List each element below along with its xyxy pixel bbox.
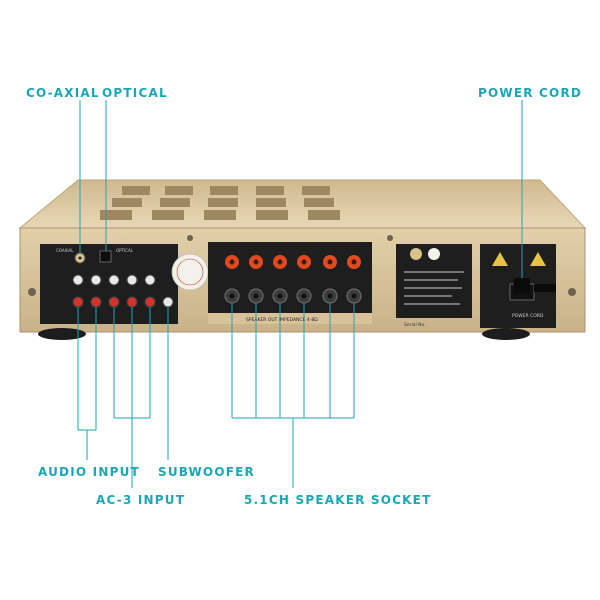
rca-jack-red [108,296,120,308]
rca-jack-red [72,296,84,308]
info-text-lines [404,271,464,305]
subwoofer-jack [162,296,174,308]
serial-tag: Serial No. [404,322,426,328]
screw [187,235,193,241]
foot-right [482,328,530,340]
screw [387,235,393,241]
leader-lines [77,100,523,488]
rca-jack-red [90,296,102,308]
coaxial-label: CO-AXIAL [26,86,100,100]
speaker-terminals-black [224,288,362,304]
coaxial-tag: COAXIAL [56,248,74,253]
speaker-socket-label: 5.1CH SPEAKER SOCKET [244,493,432,507]
optical-tag: OPTICAL [116,248,134,253]
power-cable [514,278,530,294]
screw [28,288,36,296]
optical-label: OPTICAL [102,86,168,100]
rca-jack-white [90,274,102,286]
power-cable [534,284,556,292]
brand-logo [428,248,440,260]
rca-jack-white [72,274,84,286]
subwoofer-label: SUBWOOFER [158,465,255,479]
speaker-out-tag: SPEAKER OUT IMPEDANCE 4-8Ω [246,317,318,323]
brand-logo [410,248,422,260]
rca-jack-white [144,274,156,286]
rca-jack-red [144,296,156,308]
ac3-input-label: AC-3 INPUT [96,493,186,507]
foot-left [38,328,86,340]
audio-input-label: AUDIO INPUT [38,465,140,479]
rca-jack-white [126,274,138,286]
warning-icon [492,252,508,266]
power-tag: POWER CORD [512,313,544,319]
screw [568,288,576,296]
power-cord-label: POWER CORD [478,86,583,100]
warning-icon [530,252,546,266]
rca-jack-red [126,296,138,308]
speaker-terminals-red [225,255,361,269]
vent-slots [100,186,340,220]
optical-port [99,250,112,263]
rca-jack-white [108,274,120,286]
speaker-panel [208,242,372,324]
qc-sticker [171,253,209,291]
